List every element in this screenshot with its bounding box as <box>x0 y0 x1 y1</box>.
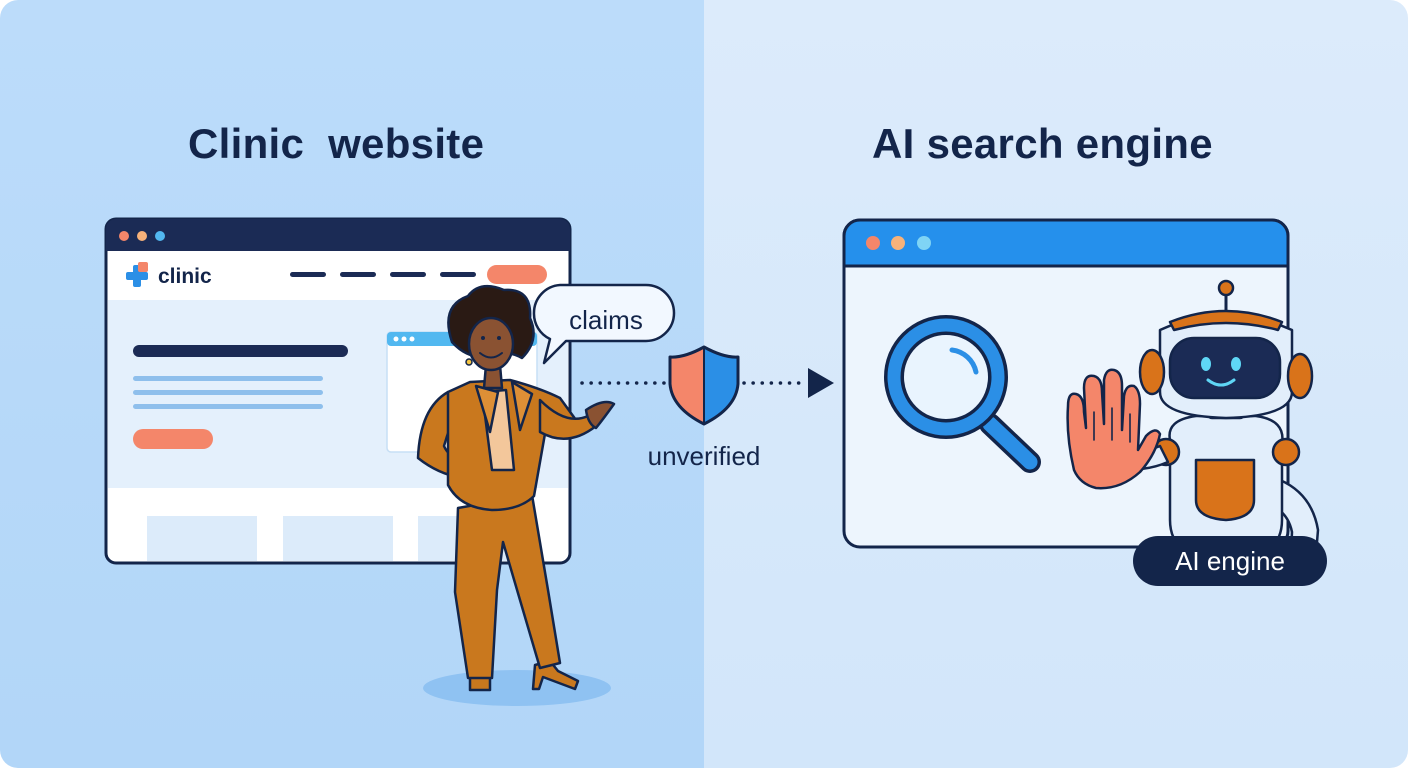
nav-link-2[interactable] <box>340 272 376 277</box>
window-dot-minimize <box>137 231 147 241</box>
medical-cross-icon <box>126 262 148 287</box>
clinic-browser-titlebar <box>106 219 570 251</box>
window-dot-maximize <box>155 231 165 241</box>
person-shadow <box>423 670 611 706</box>
ai-window-dot-maximize <box>917 236 931 250</box>
shield-label: unverified <box>648 441 761 471</box>
person-illustration <box>416 284 616 706</box>
ai-engine-badge: AI engine <box>1133 536 1327 586</box>
ai-window-dot-close <box>866 236 880 250</box>
content-card-1 <box>147 516 257 561</box>
shield-icon <box>668 345 740 426</box>
hero-text-line-1 <box>133 376 323 381</box>
content-card-2 <box>283 516 393 561</box>
hero-cta-button[interactable] <box>133 429 213 449</box>
window-dot-close <box>119 231 129 241</box>
nav-link-3[interactable] <box>390 272 426 277</box>
ai-engine-badge-text: AI engine <box>1175 546 1285 576</box>
clinic-logo-text: clinic <box>158 265 212 288</box>
nav-cta-button[interactable] <box>487 265 547 284</box>
hand-stop-icon <box>1066 368 1162 490</box>
right-panel-title: AI search engine <box>872 120 1213 167</box>
connector-line <box>580 368 834 398</box>
nav-link-4[interactable] <box>440 272 476 277</box>
arrow-right-icon <box>808 368 834 398</box>
hero-heading-line <box>133 345 348 357</box>
speech-bubble: claims <box>532 283 676 365</box>
hero-text-line-2 <box>133 390 323 395</box>
ai-window-dot-minimize <box>891 236 905 250</box>
robot-illustration <box>1066 279 1320 582</box>
ai-browser-titlebar <box>842 218 1290 268</box>
hero-text-line-3 <box>133 404 323 409</box>
nav-link-1[interactable] <box>290 272 326 277</box>
magnifier-icon <box>884 315 1041 473</box>
left-panel-title: Clinic website <box>188 120 485 167</box>
speech-bubble-text: claims <box>569 305 643 335</box>
